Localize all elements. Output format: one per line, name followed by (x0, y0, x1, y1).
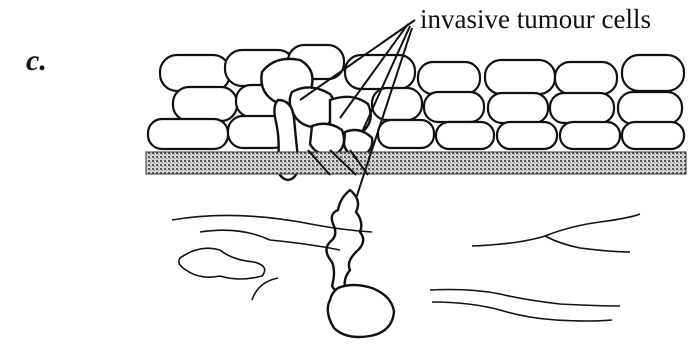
invading-cluster (328, 285, 394, 337)
epithelial-cell (424, 92, 484, 122)
epithelial-cell (148, 119, 228, 149)
epithelial-cell (436, 122, 494, 149)
epithelial-cell (550, 93, 614, 123)
epithelial-cell (160, 55, 230, 91)
epithelial-cell (488, 93, 548, 123)
epithelial-cell (555, 62, 617, 94)
stromal-tissue-lines (172, 214, 640, 321)
basement-membrane (146, 150, 686, 175)
epithelial-cell (173, 87, 237, 121)
epithelial-cell (618, 92, 682, 124)
epithelial-cell (497, 122, 557, 149)
epithelial-cell-layer (148, 45, 684, 149)
invading-strand (326, 190, 363, 291)
epithelial-cell (418, 62, 480, 94)
epithelial-cell (485, 60, 555, 94)
epithelial-cell (622, 55, 684, 91)
epithelial-cell (378, 120, 434, 148)
epithelial-cell (560, 122, 620, 149)
tumour-cell (290, 87, 336, 126)
epithelial-cell (622, 122, 684, 149)
epithelial-cell (345, 55, 415, 89)
tumour-cell (310, 124, 344, 155)
invading-cell-chain (326, 190, 394, 337)
